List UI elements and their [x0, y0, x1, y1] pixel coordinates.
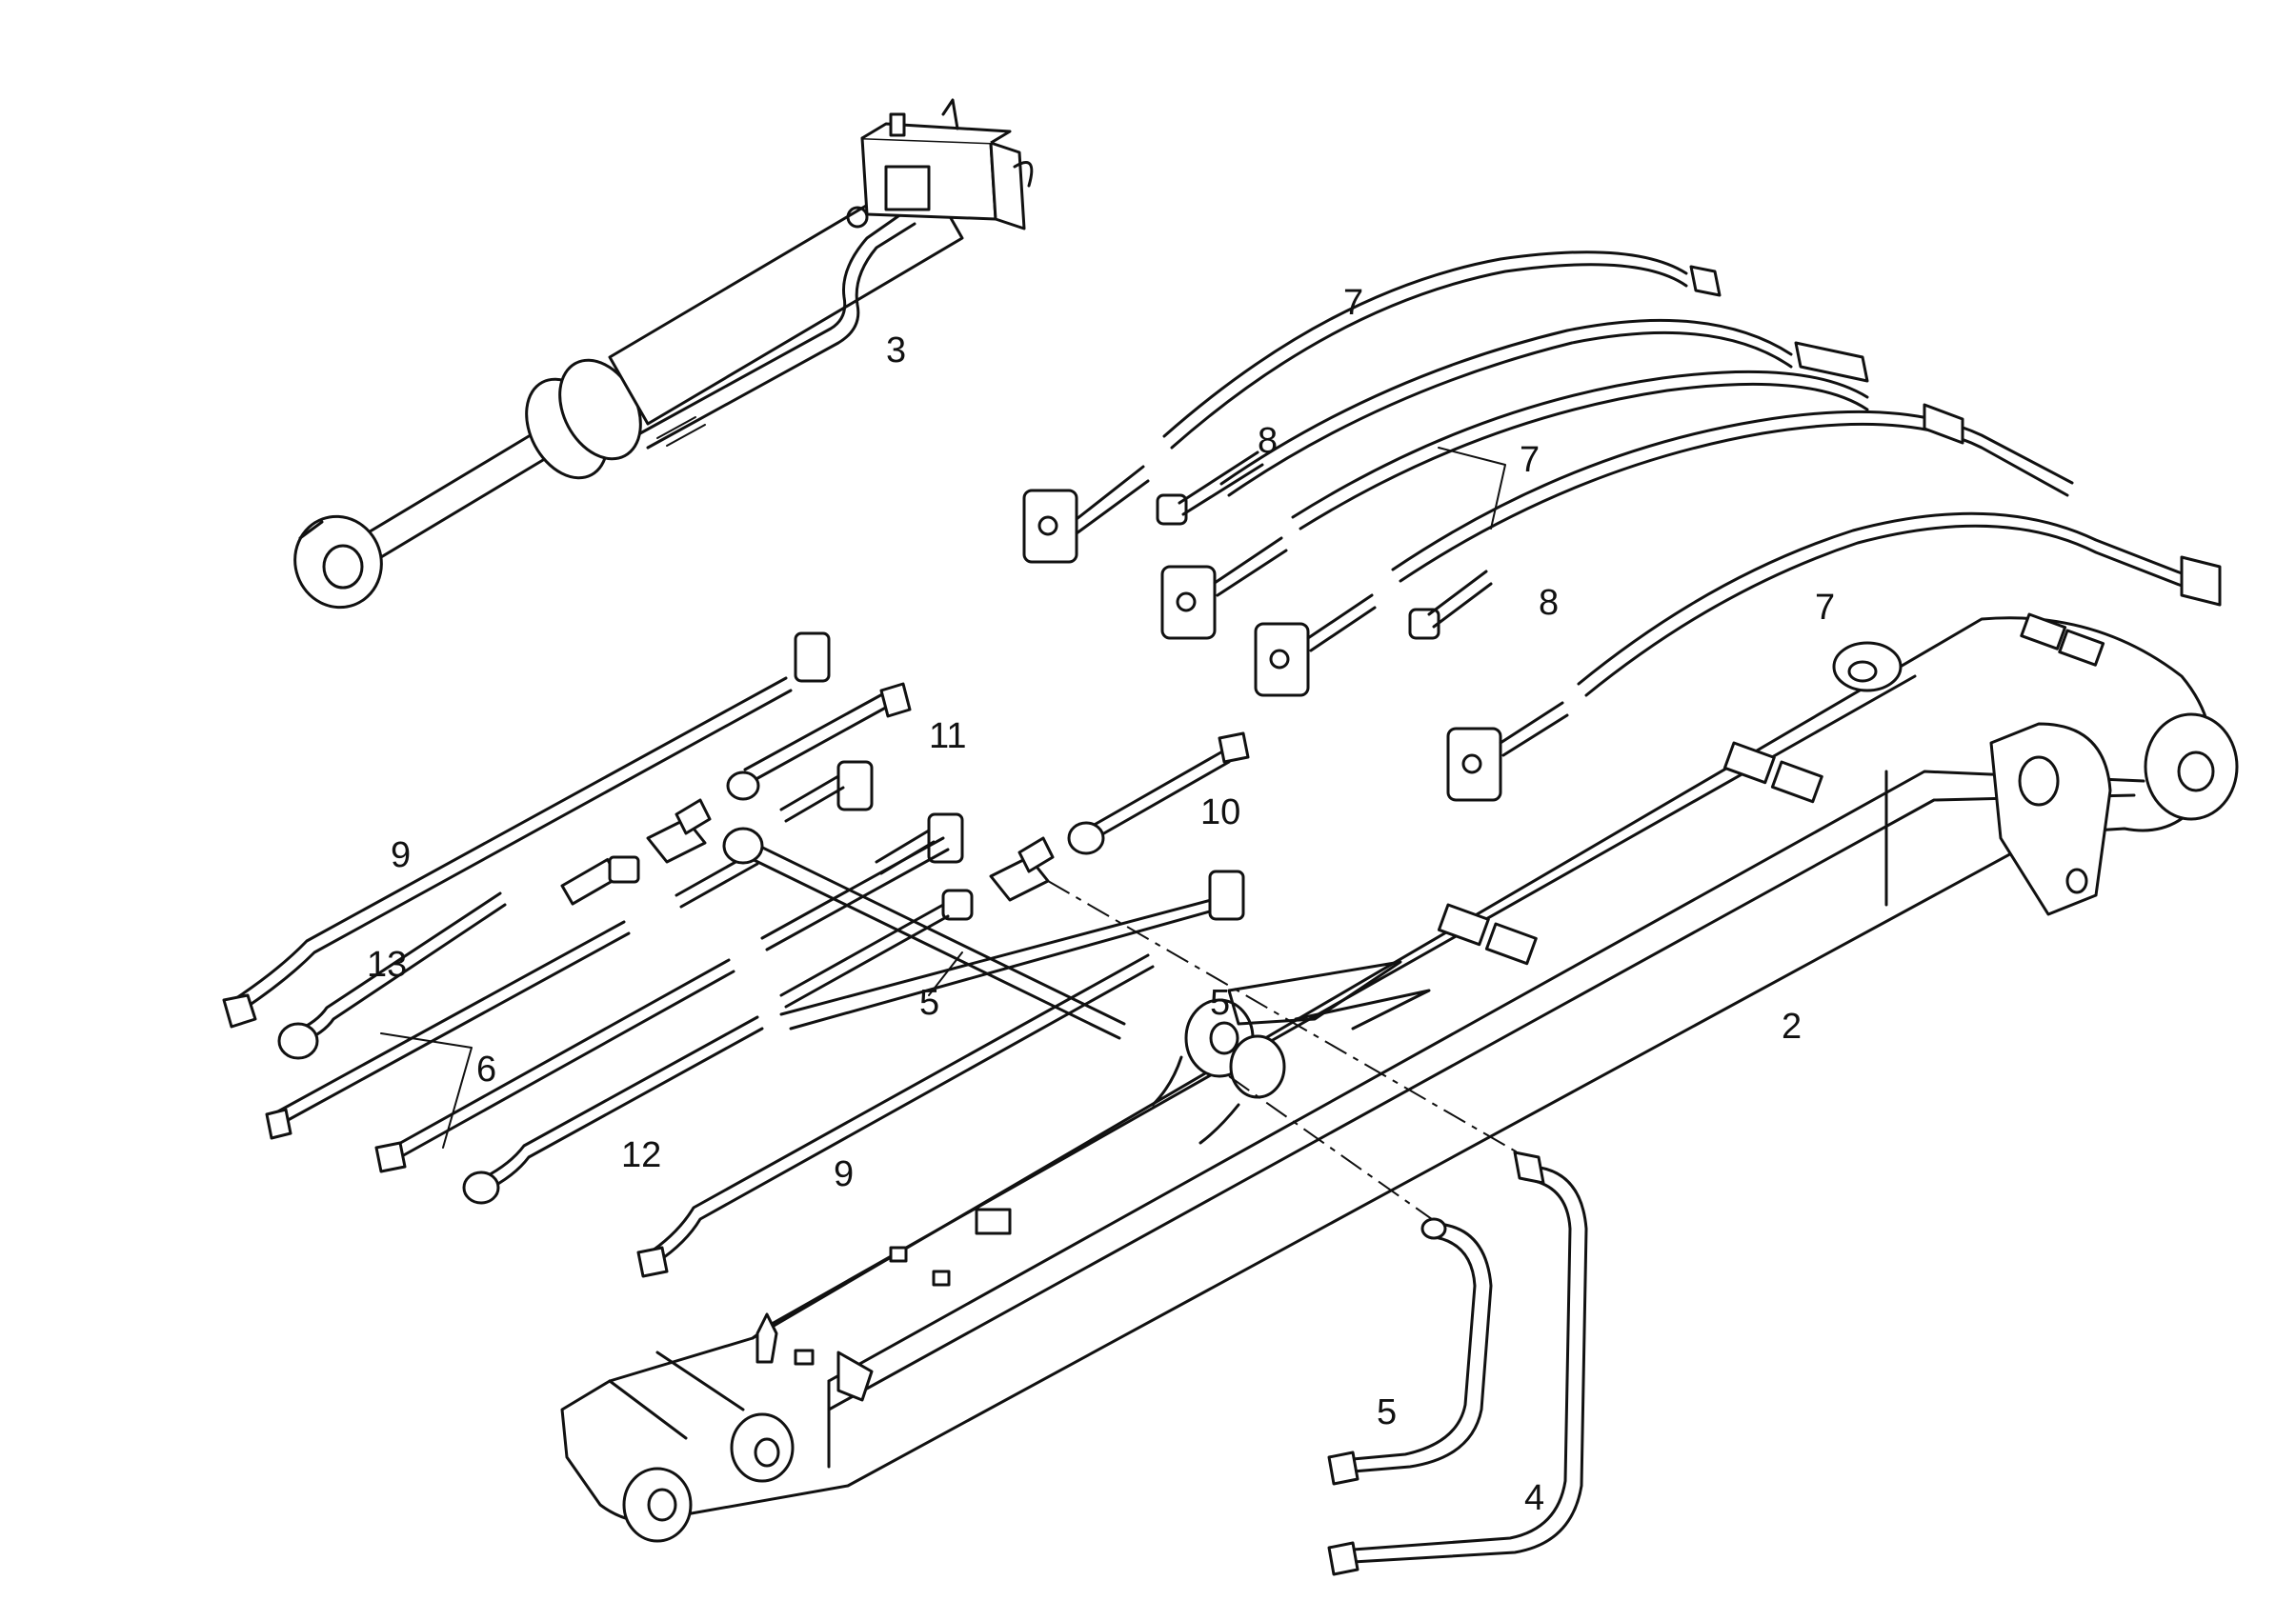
hose-group-top: [1022, 250, 2222, 802]
callout-label: 3: [886, 330, 906, 370]
callout-label: 5: [919, 983, 939, 1023]
callout-labels: 2 3 4 5 5 5 6 7 7 7 8 8 9 9 10 11 12 13: [367, 283, 1835, 1518]
callout-label: 5: [1210, 983, 1230, 1023]
callout-label: 11: [929, 716, 966, 756]
callout-label: 13: [367, 945, 407, 985]
callout-label: 9: [834, 1154, 854, 1194]
tube-group-left: [222, 631, 1588, 1576]
callout-label: 8: [1258, 421, 1278, 461]
callout-label: 7: [1520, 440, 1540, 480]
callout-label: 6: [476, 1050, 496, 1090]
callout-label: 8: [1539, 583, 1559, 623]
boom-arm: [560, 612, 2239, 1543]
callout-label: 9: [391, 835, 411, 875]
callout-label: 7: [1815, 588, 1835, 628]
callout-label: 5: [1377, 1392, 1397, 1432]
hydraulic-cylinder: [293, 98, 1034, 610]
callout-label: 4: [1524, 1478, 1544, 1518]
callout-label: 7: [1343, 283, 1363, 323]
leader-lines: [380, 951, 963, 1149]
callout-label: 10: [1200, 792, 1240, 832]
callout-label: 12: [621, 1135, 661, 1175]
callout-label: 2: [1782, 1007, 1802, 1047]
